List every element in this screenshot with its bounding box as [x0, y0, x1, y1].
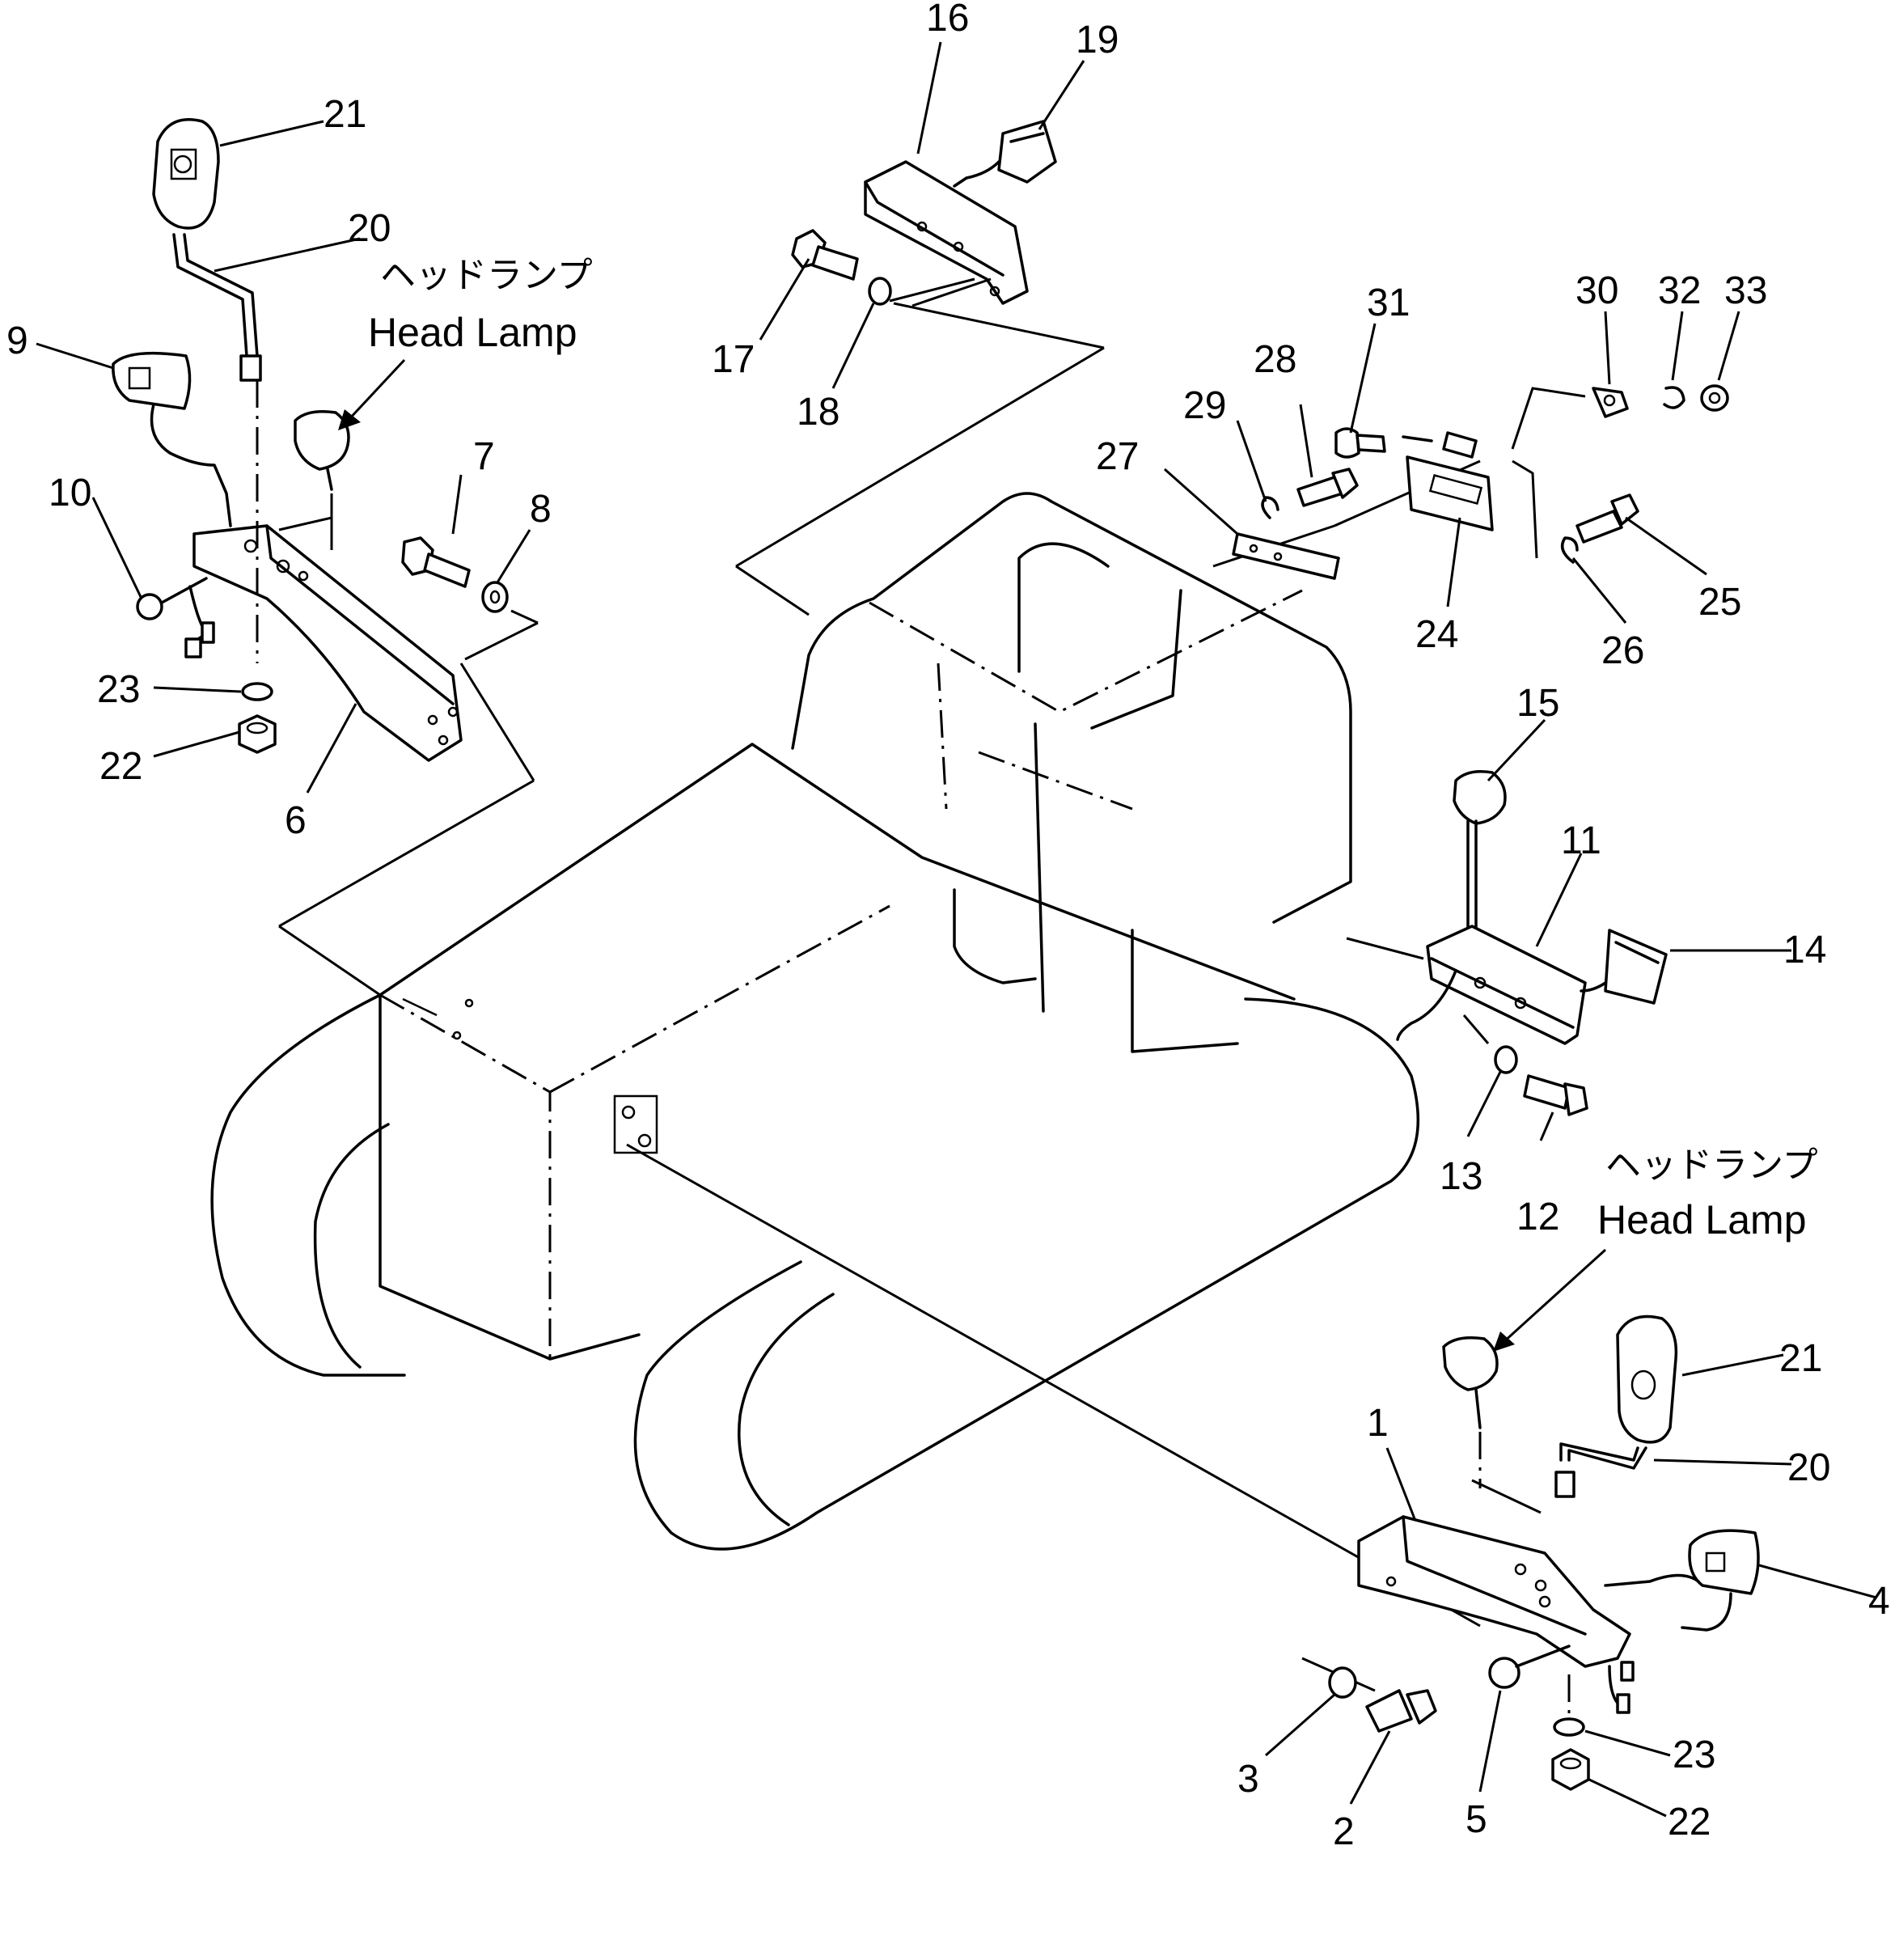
plate-assembly — [1232, 384, 1729, 580]
assembly-guide-lines — [278, 302, 1542, 1692]
top-light-assembly — [791, 120, 1057, 307]
callout-15: 15 — [1516, 682, 1559, 725]
lamp-19 — [953, 120, 1057, 188]
head-lamp-arrow-left — [338, 358, 406, 430]
callout-labels: 16 19 21 20 9 10 7 8 23 22 6 17 18 31 30… — [6, 0, 1890, 1853]
bolt-12 — [1523, 1074, 1588, 1116]
head-lamp-arrow-right — [1493, 1248, 1607, 1352]
callout-7: 7 — [473, 435, 495, 478]
plate-27 — [1232, 532, 1340, 580]
switch-5 — [1488, 1645, 1635, 1714]
callout-1: 1 — [1367, 1402, 1389, 1445]
callout-23: 23 — [97, 668, 140, 711]
bolt-31 — [1334, 427, 1386, 459]
callout-33: 33 — [1724, 269, 1767, 312]
callout-14: 14 — [1783, 929, 1826, 972]
bolt-25 — [1575, 493, 1639, 544]
bolt-2 — [1365, 1689, 1437, 1733]
mounting-bracket-6 — [192, 524, 463, 762]
pipe-20-right — [1554, 1442, 1647, 1498]
clip-30 — [1592, 387, 1629, 418]
lamp-lens-21-right — [1616, 1314, 1678, 1444]
head-lamp-jp-left: ヘッドランプ — [380, 255, 593, 296]
nut-22-left — [238, 714, 277, 754]
washer-23-left — [241, 682, 273, 701]
work-lamp-9 — [112, 351, 232, 527]
side-light-assembly — [1396, 770, 1668, 1116]
callout-22-right: 22 — [1668, 1801, 1711, 1844]
bolt-7 — [401, 536, 471, 588]
leader-lines — [36, 41, 1877, 1818]
washer-32 — [1663, 386, 1685, 409]
callout-18: 18 — [797, 391, 840, 434]
switch-10 — [136, 577, 215, 658]
callout-4: 4 — [1868, 1580, 1890, 1623]
nut-33 — [1700, 384, 1729, 412]
callout-2: 2 — [1333, 1810, 1355, 1853]
washer-8 — [481, 581, 509, 613]
bolt-17 — [791, 229, 859, 281]
callout-9: 9 — [6, 320, 28, 362]
callout-21-right: 21 — [1779, 1337, 1822, 1380]
washer-18 — [868, 277, 892, 306]
callout-17: 17 — [712, 338, 755, 381]
head-lamp-right — [1442, 1336, 1499, 1488]
bolt-28 — [1296, 468, 1359, 507]
callout-30: 30 — [1575, 269, 1618, 312]
head-lamp-en-left: Head Lamp — [368, 310, 577, 355]
nut-22-right — [1551, 1748, 1590, 1791]
machine-body — [210, 492, 1420, 1551]
callout-29: 29 — [1183, 384, 1226, 427]
callout-25: 25 — [1698, 581, 1741, 624]
head-lamp-15 — [1453, 770, 1507, 972]
callout-22: 22 — [99, 745, 142, 788]
plate-24 — [1402, 431, 1494, 531]
hull-mount-plate — [613, 1094, 658, 1154]
callout-20-right: 20 — [1787, 1446, 1830, 1489]
work-lamp-4 — [1604, 1529, 1760, 1632]
front-light-assembly — [1328, 1314, 1760, 1791]
callout-26: 26 — [1601, 629, 1644, 672]
callout-23-right: 23 — [1673, 1734, 1715, 1776]
callout-19: 19 — [1076, 19, 1119, 61]
light-bracket-11 — [1396, 925, 1587, 1045]
left-light-assembly — [112, 118, 539, 762]
lamp-lens-21-left — [152, 118, 220, 230]
washer-29 — [1261, 496, 1279, 519]
callout-10: 10 — [49, 472, 91, 514]
head-lamp-caption-right: ヘッドランプ Head Lamp — [1597, 1145, 1818, 1242]
callout-20: 20 — [348, 207, 391, 250]
callout-28: 28 — [1254, 338, 1296, 381]
head-lamp-caption-left: ヘッドランプ Head Lamp — [368, 255, 593, 355]
callout-6: 6 — [285, 799, 307, 842]
head-lamp-left — [294, 410, 350, 550]
mounting-bracket-1 — [1357, 1515, 1631, 1668]
washer-23-right — [1553, 1717, 1585, 1737]
callout-13: 13 — [1440, 1155, 1482, 1198]
callout-16: 16 — [926, 0, 969, 40]
lamp-14 — [1580, 929, 1668, 1005]
callout-5: 5 — [1465, 1798, 1487, 1841]
callout-27: 27 — [1096, 435, 1139, 478]
callout-11: 11 — [1561, 819, 1601, 862]
callout-24: 24 — [1415, 613, 1458, 656]
callout-32: 32 — [1658, 269, 1701, 312]
washer-13 — [1494, 1045, 1518, 1074]
washer-3 — [1328, 1666, 1357, 1699]
head-lamp-en-right: Head Lamp — [1597, 1197, 1807, 1242]
callout-21: 21 — [324, 93, 366, 136]
head-lamp-jp-right: ヘッドランプ — [1605, 1145, 1818, 1186]
callout-12: 12 — [1516, 1196, 1559, 1238]
callout-31: 31 — [1367, 282, 1410, 324]
callout-3: 3 — [1237, 1758, 1259, 1801]
callout-8: 8 — [530, 488, 552, 531]
washer-26 — [1560, 536, 1579, 564]
light-bracket-16 — [864, 160, 1029, 305]
